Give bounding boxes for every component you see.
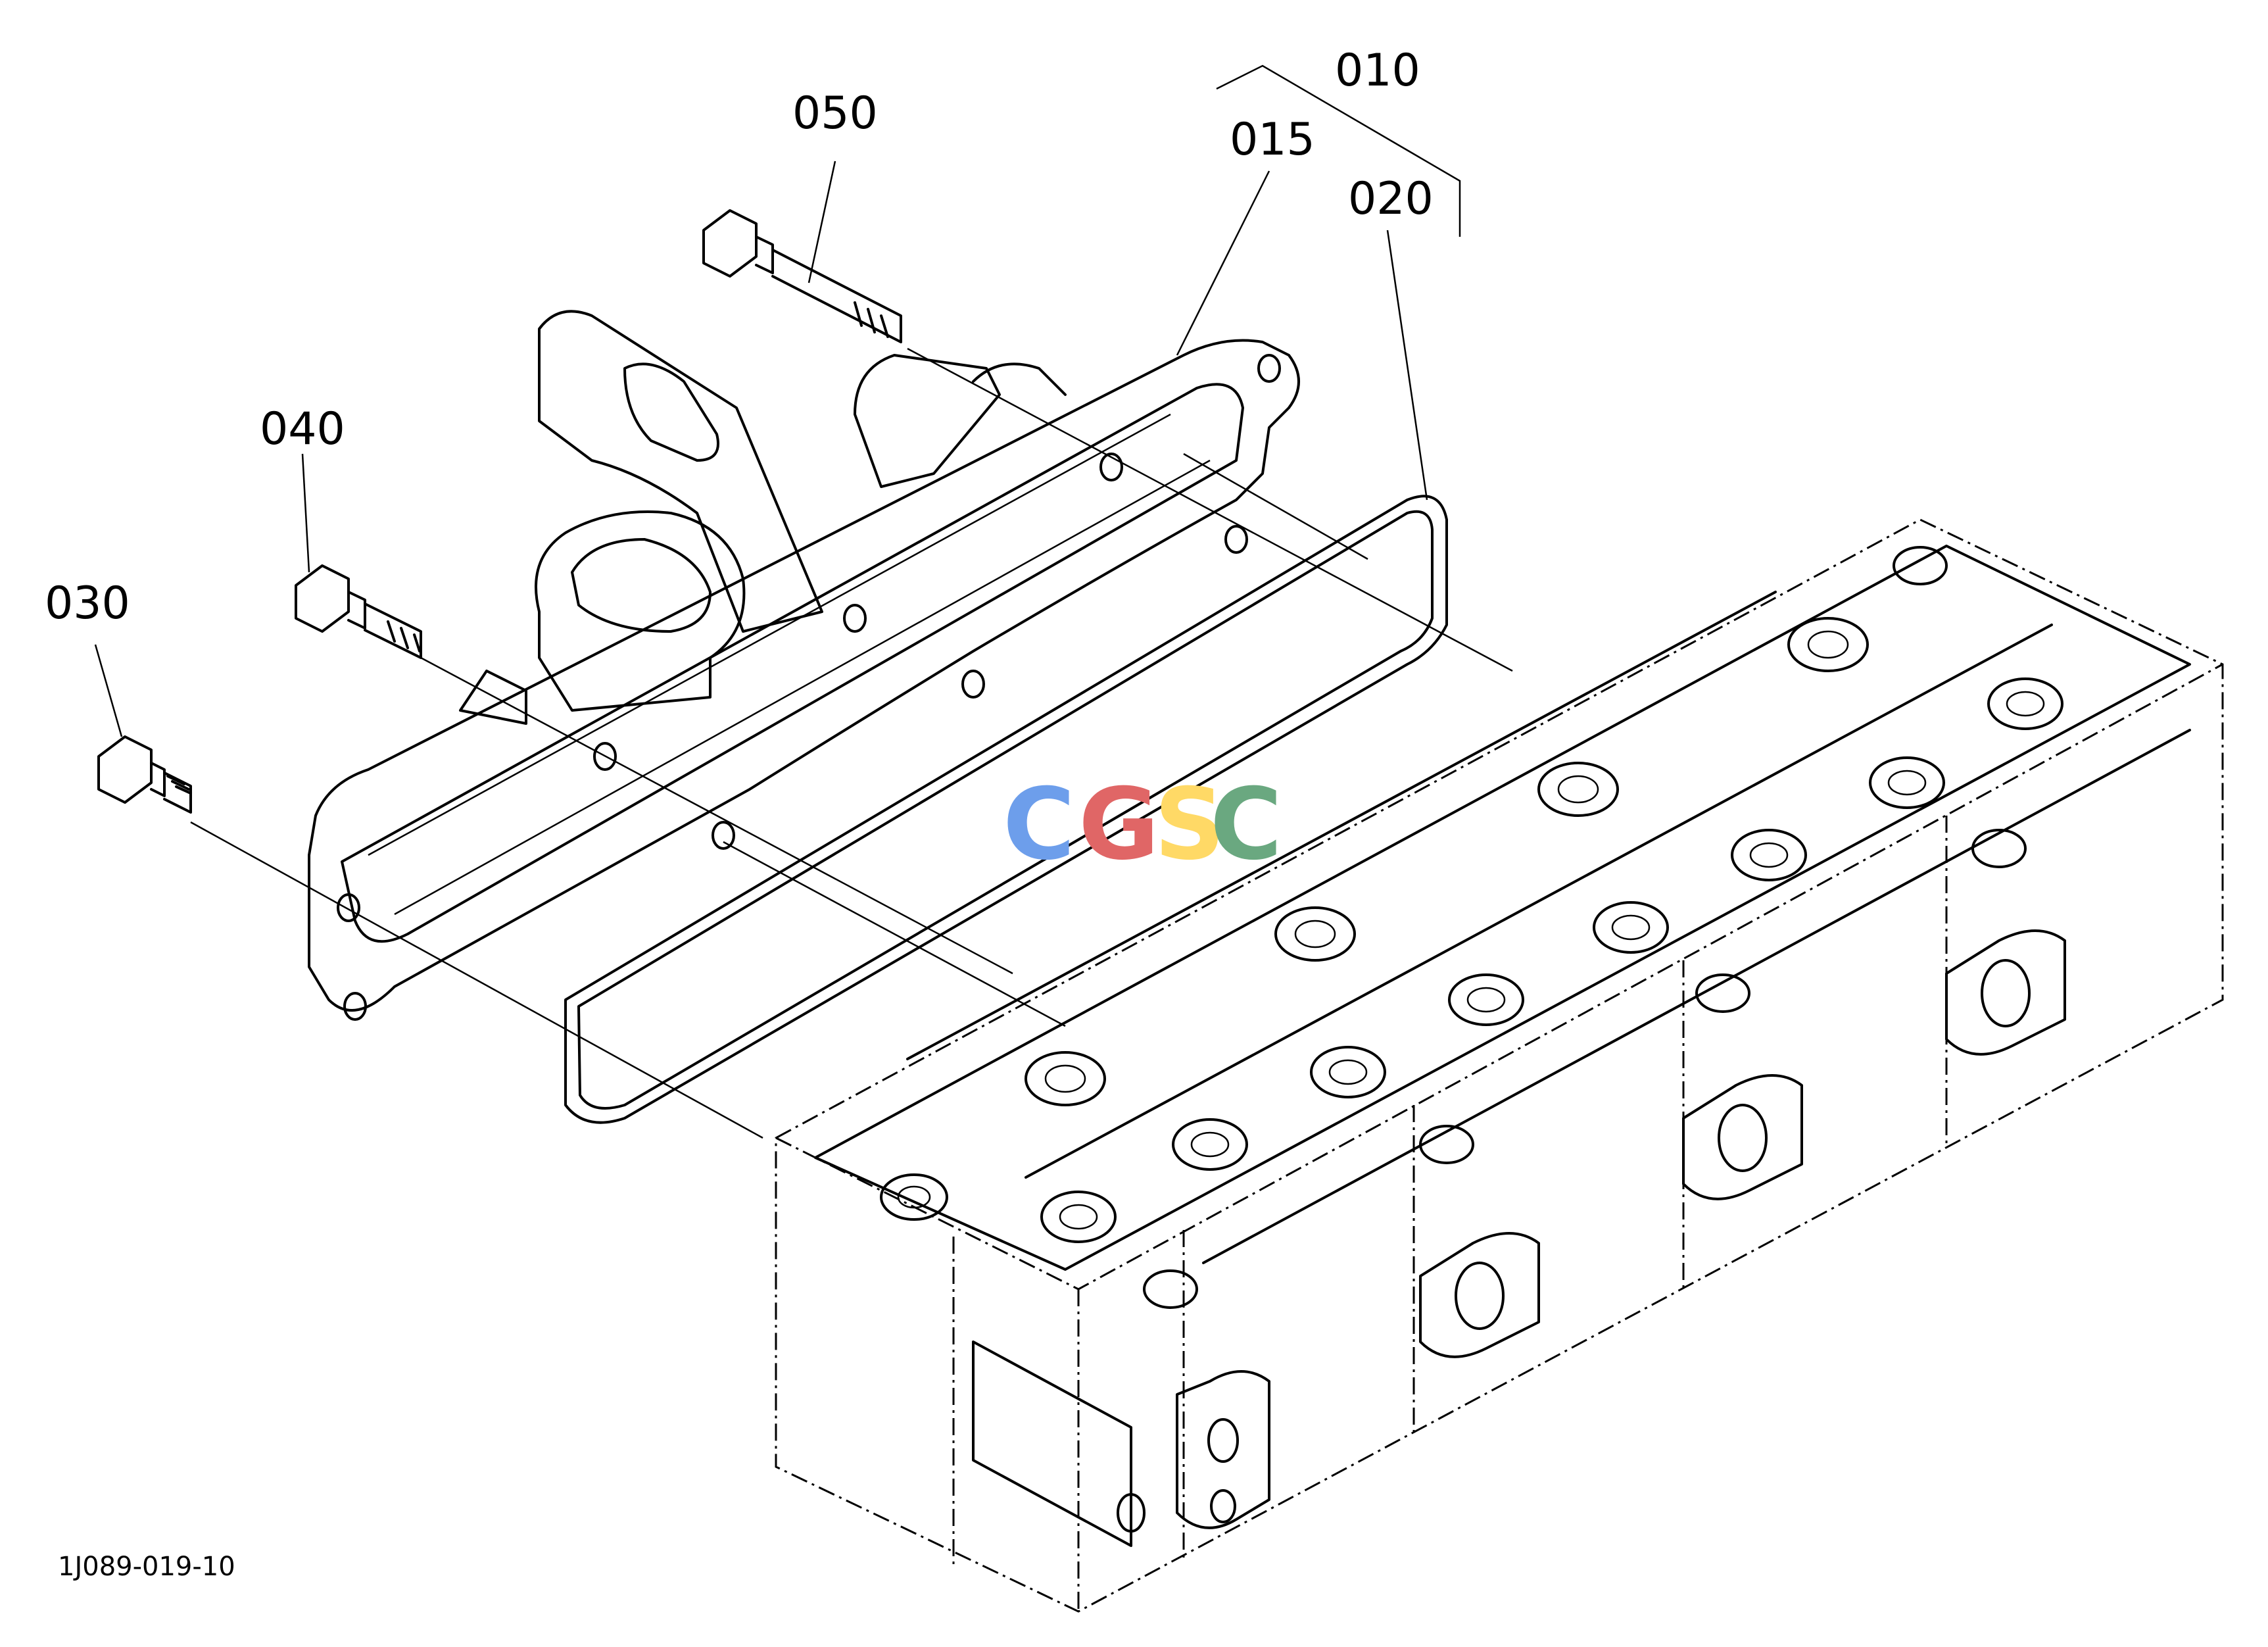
watermark-letter-s: S	[1154, 768, 1225, 882]
leader-015	[1176, 170, 1270, 356]
callout-020: 020	[1348, 173, 1434, 225]
diagram-reference-code: 1J089-019-10	[58, 1552, 235, 1582]
leader-010	[1216, 64, 1461, 237]
assembly-axis-lines	[190, 347, 1513, 1139]
leader-030	[94, 644, 123, 737]
leader-040	[301, 453, 310, 573]
leader-020	[1386, 230, 1428, 501]
bolt-030	[97, 735, 192, 814]
watermark-letter-c2: C	[1210, 768, 1282, 882]
watermark-letter-g: G	[1078, 768, 1159, 882]
callout-050: 050	[792, 87, 878, 139]
housing-bolt-holes	[337, 354, 1281, 1021]
callout-030: 030	[45, 578, 130, 629]
callout-labels: 010 015 020 030 040 050	[45, 45, 1434, 629]
thermostat-housing	[308, 310, 1300, 1021]
leader-050	[808, 160, 836, 283]
watermark-letter-c1: C	[1003, 768, 1075, 882]
callout-leaders	[94, 64, 1461, 737]
callout-015: 015	[1230, 114, 1315, 166]
cylinder-head-ports	[880, 546, 2063, 1309]
callout-010: 010	[1335, 45, 1420, 97]
watermark-logo: C G S C	[1003, 768, 1282, 882]
cylinder-head	[775, 518, 2224, 1613]
bolt-050	[702, 209, 902, 343]
cylinder-head-lugs	[972, 929, 2066, 1547]
bolt-040	[295, 564, 422, 659]
callout-040: 040	[260, 403, 345, 455]
gasket	[564, 495, 1448, 1124]
